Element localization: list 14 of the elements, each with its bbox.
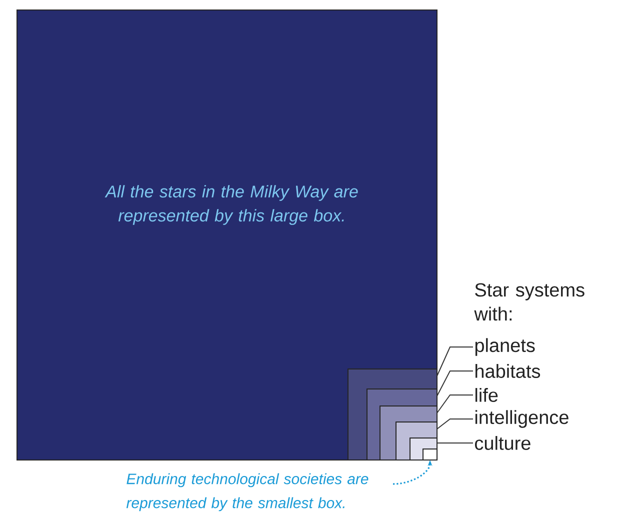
item-label: culture bbox=[475, 436, 530, 450]
item-label: life bbox=[476, 388, 498, 402]
item-label: intelligence bbox=[475, 410, 568, 428]
leader-line bbox=[436, 346, 474, 376]
item-label: habitats bbox=[476, 364, 540, 378]
large-box: All the stars in the Milky Way are represented by this large box. bbox=[16, 10, 438, 460]
note-text: Enduring technological societies are represented by the smallest box. bbox=[126, 473, 368, 512]
nested-box bbox=[422, 448, 438, 460]
leader-line bbox=[436, 442, 474, 444]
leader-line bbox=[436, 394, 474, 414]
leader-line bbox=[436, 418, 474, 430]
item-label: planets bbox=[475, 338, 535, 356]
leader-line bbox=[436, 370, 474, 396]
heading: Star systems with: bbox=[474, 283, 584, 321]
